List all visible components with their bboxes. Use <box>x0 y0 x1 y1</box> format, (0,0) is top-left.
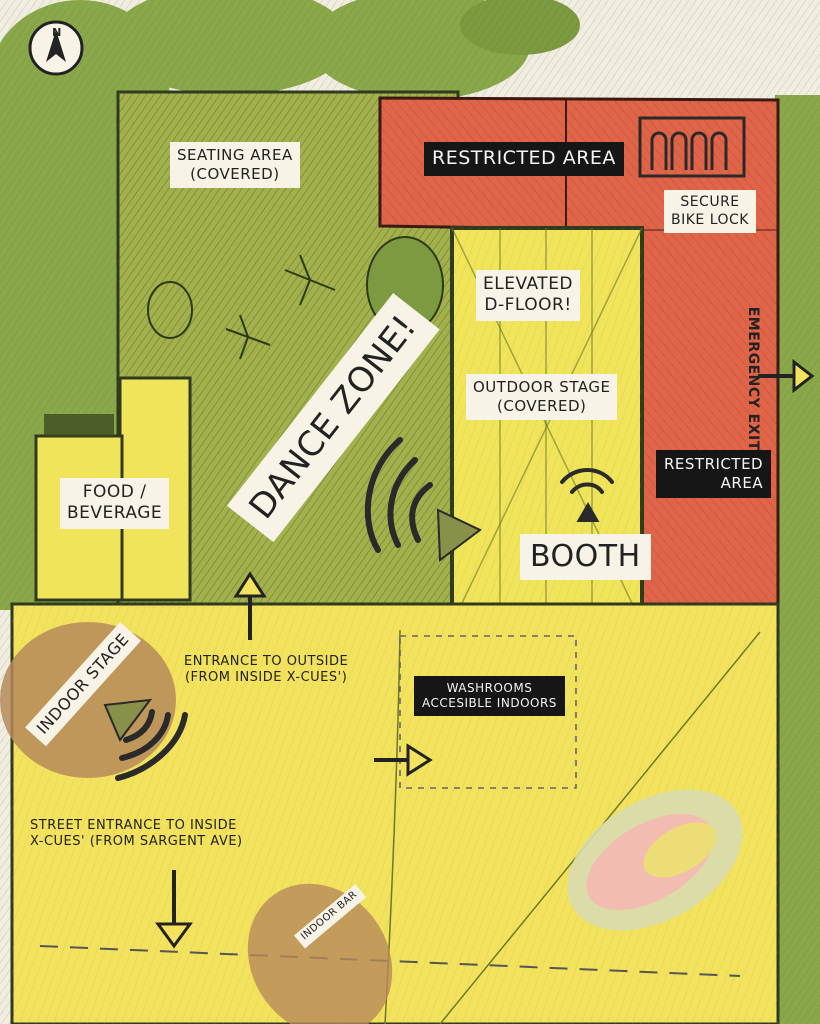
booth-label: BOOTH <box>520 534 651 580</box>
restricted-area-right-label: RESTRICTED AREA <box>656 450 772 498</box>
booth-wifi-icon <box>560 468 614 522</box>
washrooms-label: WASHROOMS ACCESIBLE INDOORS <box>414 676 565 716</box>
elevated-dfloor-label: ELEVATED D-FLOOR! <box>476 270 581 321</box>
seating-area-label: SEATING AREA (COVERED) <box>170 142 300 188</box>
entrance-outside-label: ENTRANCE TO OUTSIDE (FROM INSIDE X-CUES'… <box>184 654 349 686</box>
bike-rack-icon <box>638 116 746 178</box>
street-entrance-arrow-icon <box>155 870 193 949</box>
pixel-art-decoration <box>567 789 743 931</box>
secure-bike-lock-label: SECURE BIKE LOCK <box>664 190 756 233</box>
speaker-sound-icon <box>364 437 482 562</box>
entrance-outside-arrow-icon <box>233 571 267 640</box>
north-arrow-icon <box>28 20 84 76</box>
compass-letter: N <box>52 26 62 39</box>
washrooms-zone <box>399 635 577 789</box>
indoor-speaker-sound-icon <box>103 698 188 781</box>
emergency-exit-arrow-icon <box>758 358 815 394</box>
restricted-area-top-label: RESTRICTED AREA <box>424 142 624 176</box>
washrooms-arrow-icon <box>374 743 433 777</box>
outdoor-stage-label: OUTDOOR STAGE (COVERED) <box>466 374 618 420</box>
emergency-exit-label: EMERGENCY EXIT <box>744 306 761 451</box>
indoor-bar-zone <box>247 883 393 1024</box>
street-entrance-label: STREET ENTRANCE TO INSIDE X-CUES' (FROM … <box>30 818 243 850</box>
food-beverage-label: FOOD / BEVERAGE <box>60 478 170 529</box>
